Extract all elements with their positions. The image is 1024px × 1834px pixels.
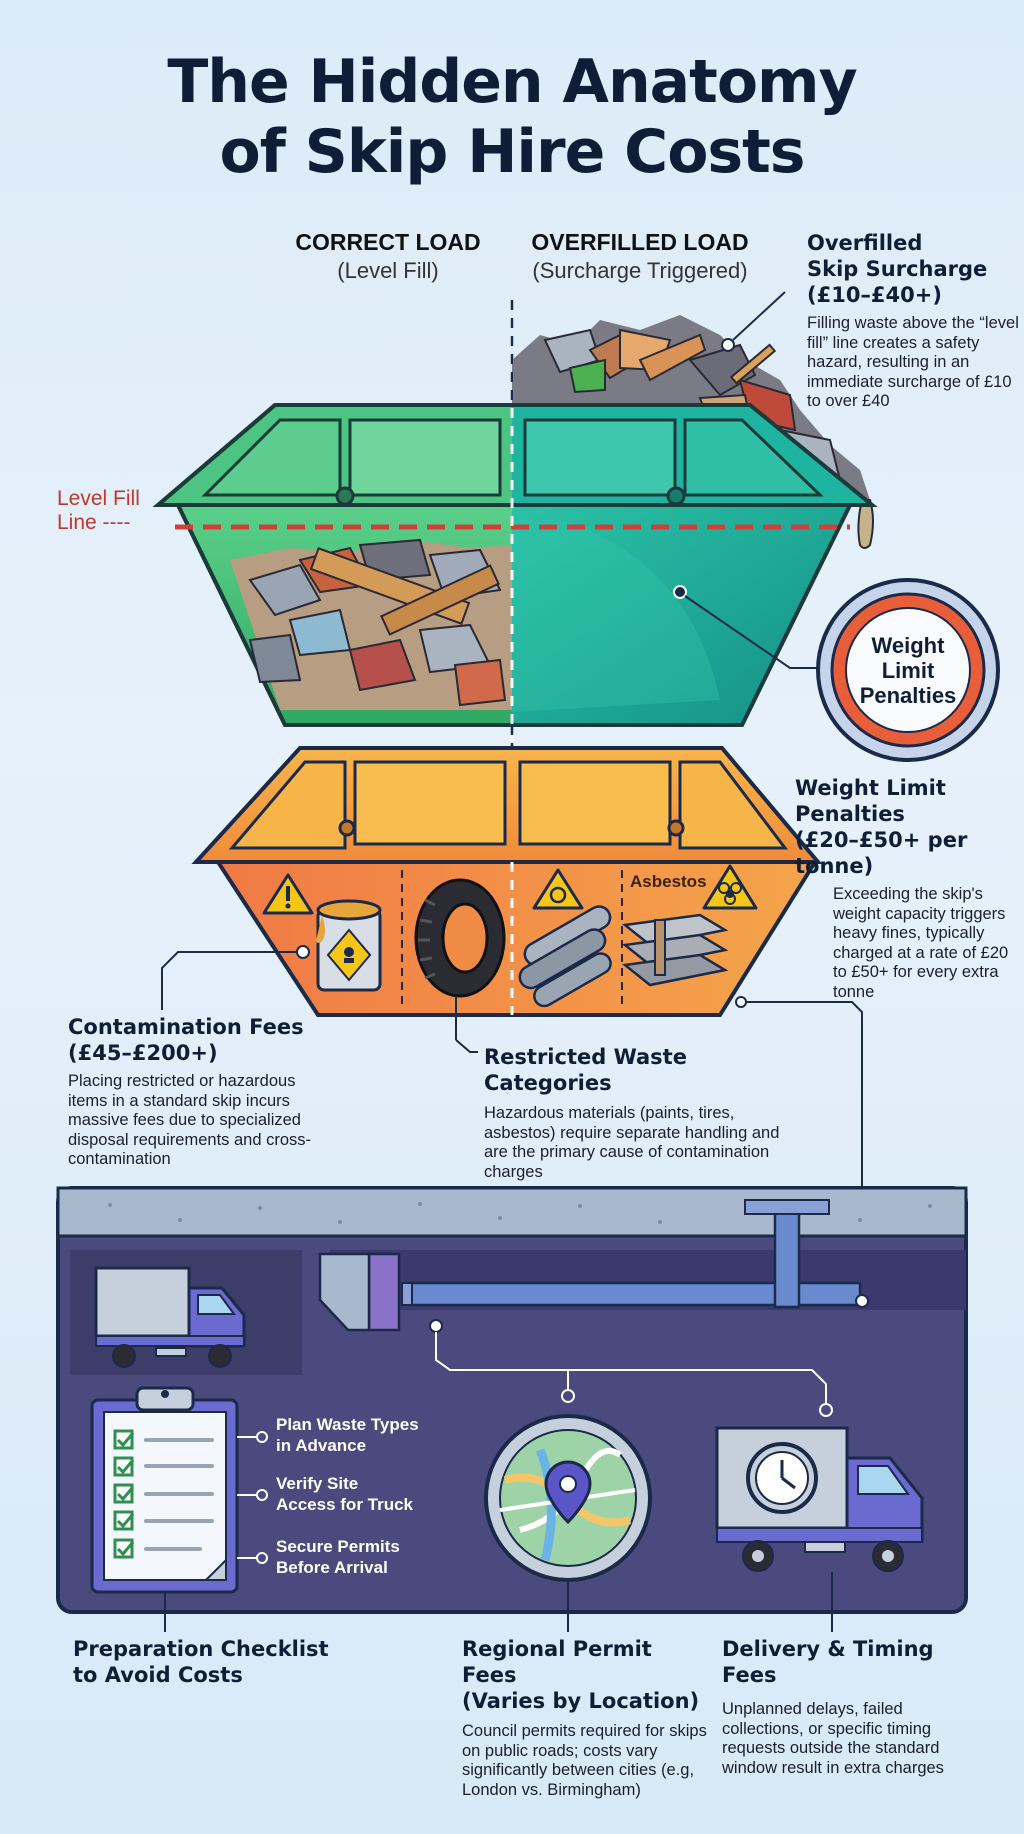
biohazard-icon [702,864,758,910]
orange-skip [191,746,823,1017]
checklist-item-1-line2: in Advance [276,1436,367,1455]
level-fill-line2: Line ---- [57,511,131,534]
permit-heading-1: Regional Permit Fees [462,1637,652,1687]
clipboard-icon [90,1386,268,1594]
correct-load-sub: (Level Fill) [337,258,439,283]
restricted-body: Hazardous materials (paints, tires, asbe… [484,1104,780,1181]
truck-icon [94,1266,246,1368]
weight-heading-1: Weight Limit Penalties [795,776,946,826]
delivery-body: Unplanned delays, failed collections, or… [722,1700,944,1777]
overfilled-heading-2: Skip Surcharge [807,257,988,281]
asbestos-label: Asbestos [630,872,707,891]
connector-lines [161,945,863,1296]
preparation-checklist-caption: Preparation Checklist to Avoid Costs [73,1636,373,1688]
restricted-heading: Restricted Waste Categories [484,1045,687,1095]
weight-body: Exceeding the skip's weight capacity tri… [833,885,1009,1001]
correct-load-title: CORRECT LOAD [295,229,481,255]
contamination-callout: Contamination Fees (£45–£200+) Placing r… [68,1014,338,1170]
delivery-caption: Delivery & Timing Fees Unplanned delays,… [722,1636,972,1778]
overfilled-load-heading: OVERFILLED LOAD (Surcharge Triggered) [518,229,762,284]
checklist-item-3-line2: Before Arrival [276,1558,388,1577]
bottom-panel [56,1186,968,1632]
level-rubble [230,538,512,710]
contamination-body: Placing restricted or hazardous items in… [68,1072,312,1168]
contamination-heading-1: Contamination Fees [68,1015,304,1039]
asbestos-pipes [518,905,612,1008]
level-fill-line1: Level Fill [57,487,140,510]
asbestos-sheets [621,913,729,987]
restricted-callout: Restricted Waste Categories Hazardous ma… [484,1044,784,1182]
delivery-truck-icon [715,1426,924,1572]
checklist-item-3: Secure Permits Before Arrival [276,1536,400,1578]
checklist-item-2-line2: Access for Truck [276,1495,414,1514]
clock-icon [746,1442,818,1514]
overfilled-surcharge-callout: Overfilled Skip Surcharge (£10–£40+) Fil… [807,230,1022,412]
title-line-1: The Hidden Anatomy [167,47,857,117]
checklist-item-1-line1: Plan Waste Types [276,1415,419,1434]
checklist-item-2-line1: Verify Site [276,1474,359,1493]
check-icon [113,1429,135,1559]
level-fill-label: Level Fill Line ---- [57,487,140,535]
weight-badge-line2: Limit [881,658,935,683]
overfilled-load-title: OVERFILLED LOAD [531,229,749,255]
overfilled-load-sub: (Surcharge Triggered) [532,258,748,283]
regional-permit-caption: Regional Permit Fees (Varies by Location… [462,1636,712,1800]
warning-icon [532,868,584,910]
title-line-2: of Skip Hire Costs [219,117,805,187]
map-pin-icon [484,1414,652,1582]
checklist-item-3-line1: Secure Permits [276,1537,400,1556]
checklist-heading-2: to Avoid Costs [73,1663,243,1687]
checklist-item-2: Verify Site Access for Truck [276,1473,413,1515]
checklist-heading-1: Preparation Checklist [73,1637,329,1661]
paint-can-icon [316,899,382,992]
tire-icon [414,878,506,998]
weight-heading-2: (£20–£50+ per tonne) [795,828,968,878]
overfilled-body: Filling waste above the “level fill” lin… [807,314,1019,410]
page-title: The Hidden Anatomy of Skip Hire Costs [0,47,1024,187]
weight-limit-callout: Weight Limit Penalties (£20–£50+ per ton… [795,775,1023,1002]
permit-body: Council permits required for skips on pu… [462,1722,707,1799]
weight-badge [816,578,1000,762]
permit-heading-2: (Varies by Location) [462,1689,700,1713]
weight-badge-label: Weight Limit Penalties [850,633,966,708]
delivery-heading: Delivery & Timing Fees [722,1637,934,1687]
correct-load-heading: CORRECT LOAD (Level Fill) [268,229,508,284]
weight-badge-line1: Weight [871,633,945,658]
warning-icon [262,873,314,915]
weight-badge-line3: Penalties [859,683,957,708]
contamination-heading-2: (£45–£200+) [68,1041,218,1065]
overfilled-heading-3: (£10–£40+) [807,283,942,307]
checklist-item-1: Plan Waste Types in Advance [276,1414,419,1456]
top-skip [152,291,878,1015]
overfilled-heading-1: Overfilled [807,231,923,255]
